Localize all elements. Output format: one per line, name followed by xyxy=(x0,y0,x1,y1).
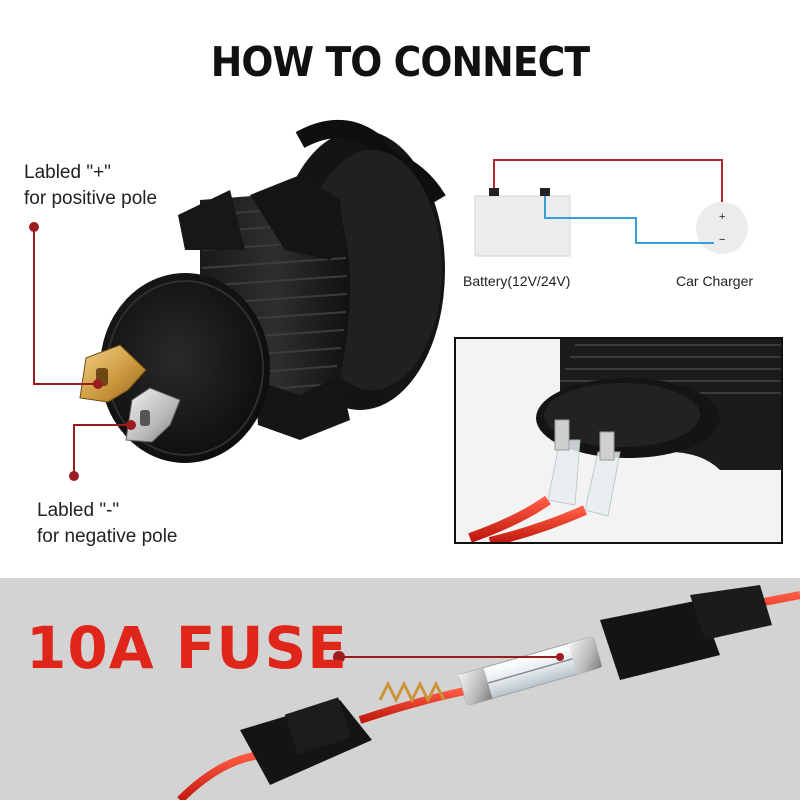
car-charger-icon xyxy=(696,202,748,254)
charger-plus-sign: + xyxy=(719,211,726,223)
inset-photo xyxy=(454,337,783,544)
negative-pole-note: Labled "-" for negative pole xyxy=(37,498,178,550)
car-charger-label: Car Charger xyxy=(676,273,754,289)
negative-wire xyxy=(544,196,714,244)
fuse-label: 10A FUSE xyxy=(26,614,348,682)
positive-note-line1: Labled "+" xyxy=(24,162,111,183)
callout-negative xyxy=(69,420,136,481)
callout-positive xyxy=(29,222,103,389)
wiring-schematic xyxy=(474,159,748,257)
battery-label: Battery(12V/24V) xyxy=(463,273,571,289)
battery-plus-sign: + xyxy=(489,186,496,198)
positive-pole-note: Labled "+" for positive pole xyxy=(24,160,157,212)
socket-main-image xyxy=(79,120,446,463)
positive-note-line2: for positive pole xyxy=(24,188,158,209)
positive-wire xyxy=(493,159,723,202)
negative-note-line2: for negative pole xyxy=(37,526,178,547)
battery-icon xyxy=(474,195,571,257)
charger-minus-sign: − xyxy=(719,234,726,246)
page-title: HOW TO CONNECT xyxy=(210,38,590,86)
battery-minus-sign: − xyxy=(542,186,549,198)
negative-note-line1: Labled "-" xyxy=(37,500,120,521)
fuse-graphics xyxy=(0,578,800,800)
